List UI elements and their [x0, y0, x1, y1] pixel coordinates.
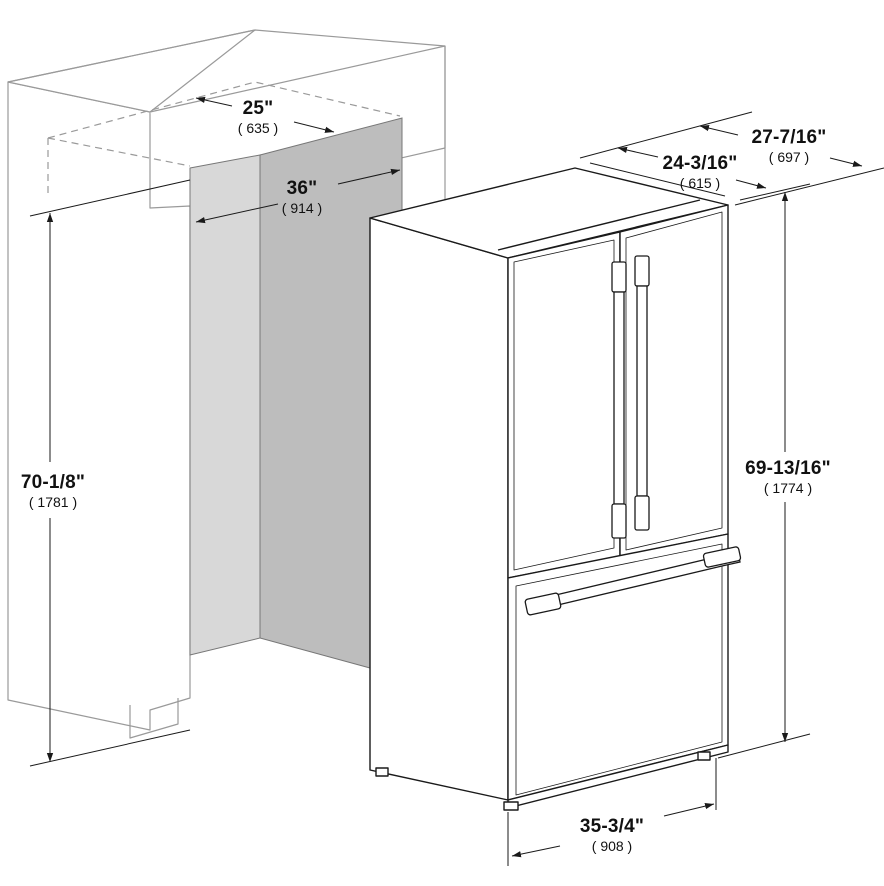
dim-cutout-width-imperial: 36" — [286, 178, 318, 199]
dim-cutout-width: 36" 914 — [262, 178, 342, 216]
dim-cabinet-depth: 24-3/16" 615 — [648, 153, 752, 191]
dim-depth-with-handles-imperial: 27-7/16" — [751, 127, 827, 148]
dim-depth-with-handles-metric: 697 — [734, 149, 844, 165]
dim-fridge-height-imperial: 69-13/16" — [745, 458, 831, 479]
dim-cutout-depth-imperial: 25" — [242, 98, 274, 119]
dim-cutout-depth-metric: 635 — [218, 120, 298, 136]
dim-cutout-depth: 25" 635 — [218, 98, 298, 136]
dim-fridge-height: 69-13/16" 1774 — [732, 458, 844, 496]
dim-fridge-width-imperial: 35-3/4" — [579, 816, 645, 837]
dim-fridge-width: 35-3/4" 908 — [560, 816, 664, 854]
dim-fridge-height-metric: 1774 — [732, 480, 844, 496]
fridge-side-panel — [369, 217, 509, 801]
door-handles — [524, 255, 742, 616]
dim-cutout-width-metric: 914 — [262, 200, 342, 216]
back-wall — [189, 117, 403, 681]
dim-depth-with-handles: 27-7/16" 697 — [734, 127, 844, 165]
dim-fridge-width-metric: 908 — [560, 838, 664, 854]
dim-cutout-height-imperial: 70-1/8" — [20, 472, 86, 493]
dim-cabinet-depth-imperial: 24-3/16" — [662, 153, 738, 174]
fridge-left-door — [507, 231, 621, 579]
dim-cabinet-depth-metric: 615 — [648, 175, 752, 191]
dim-cutout-height: 70-1/8" 1781 — [6, 472, 100, 510]
dim-cutout-height-metric: 1781 — [6, 494, 100, 510]
refrigerator — [369, 167, 729, 811]
